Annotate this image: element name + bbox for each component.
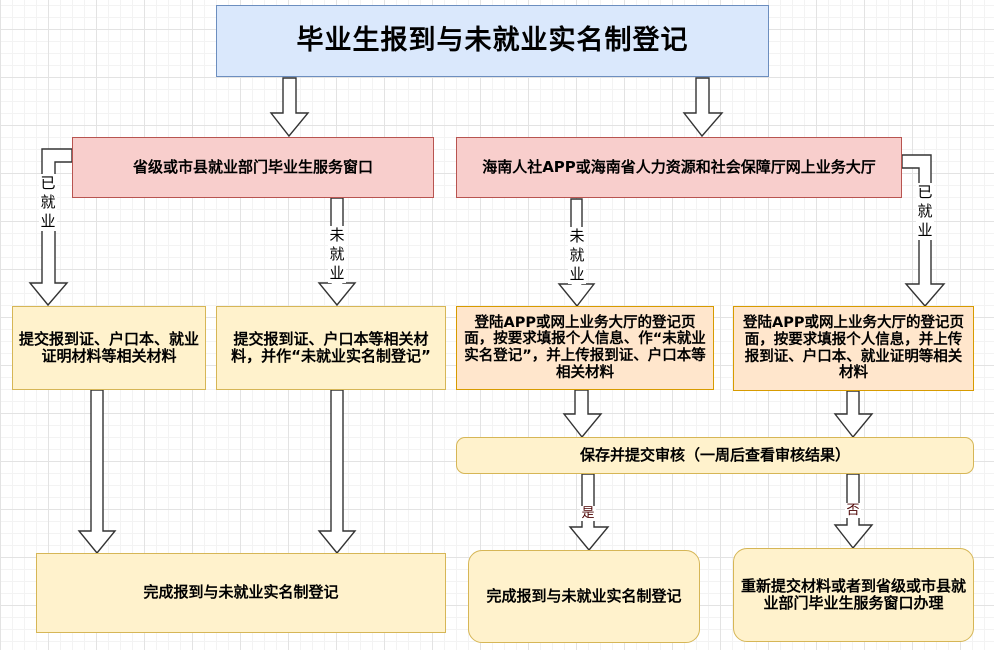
arrow-online-employed-submit [833, 390, 874, 439]
label-text: 已就业 [40, 174, 56, 230]
label-text: 未就业 [569, 227, 585, 283]
edge-label-no: 否 [845, 503, 861, 518]
online-employed-step: 登陆APP或网上业务大厅的登记页面，按要求填报个人信息，并上传报到证、户口本、就… [733, 306, 974, 391]
edge-label-unemployed-online: 未就业 [568, 227, 586, 284]
edge-label-unemployed-offline: 未就业 [328, 226, 346, 283]
arrow-online-unemployed-submit [562, 389, 603, 439]
label-text: 未就业 [329, 226, 345, 282]
arrow-offline-unemployed-done [317, 389, 357, 555]
arrow-title-to-online [682, 77, 724, 138]
online-rejected-step: 重新提交材料或者到省级或市县就业部门毕业生服务窗口办理 [733, 548, 974, 642]
edge-label-yes: 是 [580, 506, 596, 521]
edge-label-employed-offline: 已就业 [39, 174, 57, 231]
submit-review-step: 保存并提交审核（一周后查看审核结果） [456, 437, 974, 474]
edge-label-employed-online: 已就业 [916, 183, 934, 240]
offline-unemployed-step: 提交报到证、户口本等相关材料，并作“未就业实名制登记” [216, 306, 446, 390]
online-done-step: 完成报到与未就业实名制登记 [468, 550, 700, 643]
flowchart-title: 毕业生报到与未就业实名制登记 [216, 5, 769, 77]
offline-channel-box: 省级或市县就业部门毕业生服务窗口 [72, 137, 434, 198]
arrow-title-to-offline [269, 77, 310, 138]
online-channel-box: 海南人社APP或海南省人力资源和社会保障厅网上业务大厅 [456, 137, 902, 198]
offline-employed-step: 提交报到证、户口本、就业证明材料等相关材料 [12, 306, 206, 390]
label-text: 已就业 [917, 183, 933, 239]
online-unemployed-step: 登陆APP或网上业务大厅的登记页面，按要求填报个人信息、作“未就业实名登记”，并… [456, 306, 714, 390]
arrow-offline-employed-done [77, 389, 117, 555]
offline-done-step: 完成报到与未就业实名制登记 [36, 553, 446, 633]
